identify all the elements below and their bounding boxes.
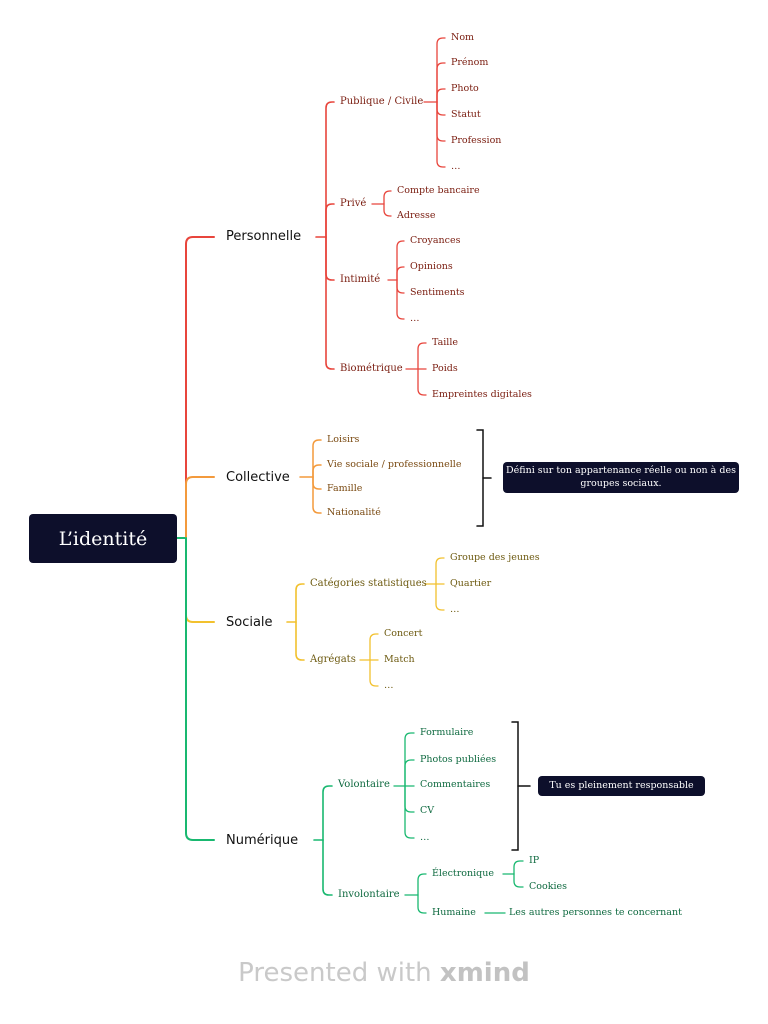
connector-bracket-56 xyxy=(511,721,519,851)
leaf-profession[interactable]: Profession xyxy=(451,135,502,146)
connector-branch-44 xyxy=(369,633,379,661)
topic-numerique[interactable]: Numérique xyxy=(226,833,299,848)
topic-publique-civile[interactable]: Publique / Civile xyxy=(340,96,424,107)
leaf-commentaires[interactable]: Commentaires xyxy=(420,779,491,790)
leaf-croyances[interactable]: Croyances xyxy=(410,235,461,246)
leaf-loisirs[interactable]: Loisirs xyxy=(327,434,360,445)
volontaire-note[interactable]: Tu es pleinement responsable xyxy=(538,776,705,796)
connector-branch-40 xyxy=(435,557,445,585)
connector-branch-16 xyxy=(436,101,446,168)
leaf-nom[interactable]: Nom xyxy=(451,32,475,43)
leaf-nationalite[interactable]: Nationalité xyxy=(327,507,381,518)
connector-branch-52 xyxy=(404,759,415,787)
leaf-ip[interactable]: IP xyxy=(529,855,540,866)
leaf-sentiments[interactable]: Sentiments xyxy=(410,287,465,298)
topic-sociale[interactable]: Sociale xyxy=(226,615,273,630)
connector-bracket-34 xyxy=(476,429,484,527)
connector-branch-33 xyxy=(312,476,322,514)
leaf-taille[interactable]: Taille xyxy=(432,337,458,348)
leaf-adresse[interactable]: Adresse xyxy=(397,210,436,221)
leaf-empreintes-digitales[interactable]: Empreintes digitales xyxy=(432,389,532,400)
leaf-publique-more[interactable]: … xyxy=(451,161,461,172)
topic-intimite[interactable]: Intimité xyxy=(340,274,381,285)
connector-branch-59 xyxy=(417,873,427,896)
connector-branch-42 xyxy=(435,583,445,611)
leaf-categories-more[interactable]: … xyxy=(450,604,460,615)
connector-branch-60 xyxy=(417,894,427,914)
topic-prive[interactable]: Privé xyxy=(340,198,367,209)
connector-branch-62 xyxy=(513,860,524,875)
connector-branch-26 xyxy=(417,342,427,370)
footer-prefix: Presented with xyxy=(238,958,432,988)
connector-branch-54 xyxy=(404,785,415,813)
topic-categories-statistiques[interactable]: Catégories statistiques xyxy=(310,578,427,589)
leaf-groupe-des-jeunes[interactable]: Groupe des jeunes xyxy=(450,552,540,563)
topic-agregats[interactable]: Agrégats xyxy=(310,654,356,665)
connector-branch-12 xyxy=(436,62,446,103)
connector-branch-7 xyxy=(325,203,335,238)
connector-branch-13 xyxy=(436,88,446,103)
topic-humaine[interactable]: Humaine xyxy=(432,907,476,918)
connector-branch-31 xyxy=(312,464,322,478)
connector-branch-46 xyxy=(369,659,379,687)
connector-branch-9 xyxy=(325,236,335,370)
connector-branch-48 xyxy=(322,785,333,841)
connector-branch-63 xyxy=(513,873,524,888)
leaf-volontaire-more[interactable]: … xyxy=(420,832,430,843)
topic-electronique[interactable]: Électronique xyxy=(432,868,494,879)
leaf-formulaire[interactable]: Formulaire xyxy=(420,727,474,738)
connector-branch-6 xyxy=(325,101,335,238)
connector-branch-55 xyxy=(404,785,415,839)
collective-note[interactable]: Défini sur ton appartenance réelle ou no… xyxy=(503,462,739,493)
leaf-opinions[interactable]: Opinions xyxy=(410,261,453,272)
connector-branch-37 xyxy=(295,583,305,623)
connector-branch-11 xyxy=(436,37,446,103)
leaf-cookies[interactable]: Cookies xyxy=(529,881,567,892)
connector-branch-38 xyxy=(295,621,305,661)
connector-branch-24 xyxy=(396,279,405,320)
connector-branch-30 xyxy=(312,439,322,478)
leaf-autres-personnes[interactable]: Les autres personnes te concernant xyxy=(509,907,682,918)
topic-biometrique[interactable]: Biométrique xyxy=(340,363,403,374)
leaf-cv[interactable]: CV xyxy=(420,805,435,816)
leaf-intimite-more[interactable]: … xyxy=(410,313,420,324)
leaf-poids[interactable]: Poids xyxy=(432,363,458,374)
connector-branch-14 xyxy=(436,101,446,116)
connector-branch-51 xyxy=(404,732,415,787)
leaf-statut[interactable]: Statut xyxy=(451,109,481,120)
leaf-agregats-more[interactable]: … xyxy=(384,680,394,691)
leaf-photos-publiees[interactable]: Photos publiées xyxy=(420,754,497,765)
leaf-vie-sociale[interactable]: Vie sociale / professionnelle xyxy=(327,459,462,470)
connector-branch-22 xyxy=(396,266,405,281)
topic-volontaire[interactable]: Volontaire xyxy=(338,779,390,790)
leaf-photo[interactable]: Photo xyxy=(451,83,479,94)
connector-branch-15 xyxy=(436,101,446,142)
connector-branch-19 xyxy=(383,203,392,217)
leaf-prenom[interactable]: Prénom xyxy=(451,57,489,68)
connector-branch-8 xyxy=(325,236,335,281)
topic-personnelle[interactable]: Personnelle xyxy=(226,229,302,244)
connector-branch-23 xyxy=(396,279,405,294)
leaf-quartier[interactable]: Quartier xyxy=(450,578,492,589)
footer-watermark: Presented with xmind xyxy=(0,960,768,986)
leaf-famille[interactable]: Famille xyxy=(327,483,363,494)
connector-branch-49 xyxy=(322,839,333,896)
topic-involontaire[interactable]: Involontaire xyxy=(338,889,400,900)
footer-brand: xmind xyxy=(439,958,530,988)
root-topic[interactable]: L’identité xyxy=(29,514,177,563)
connector-branch-18 xyxy=(383,190,392,205)
connector-root-sociale-3 xyxy=(185,537,215,623)
topic-collective[interactable]: Collective xyxy=(226,470,290,485)
connector-branch-32 xyxy=(312,476,322,490)
connector-root-collective-2 xyxy=(185,476,215,539)
leaf-concert[interactable]: Concert xyxy=(384,628,423,639)
connector-root-personnelle-1 xyxy=(185,236,215,539)
connector-branch-28 xyxy=(417,368,427,396)
connector-branch-21 xyxy=(396,240,405,281)
connector-root-numerique-4 xyxy=(185,537,215,841)
leaf-match[interactable]: Match xyxy=(384,654,415,665)
leaf-compte-bancaire[interactable]: Compte bancaire xyxy=(397,185,480,196)
